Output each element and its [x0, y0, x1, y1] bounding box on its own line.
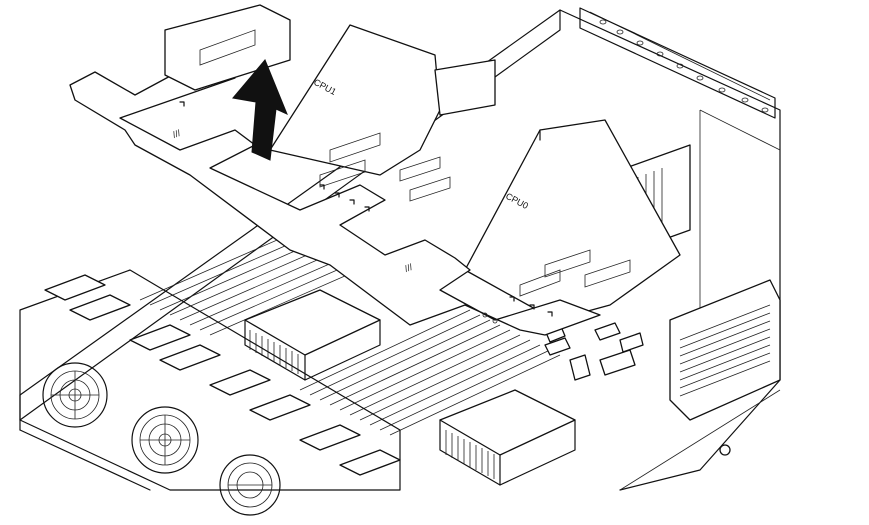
cpu0-shroud: [464, 119, 681, 321]
cpu1-shroud: [269, 24, 441, 176]
board-connectors: [544, 322, 731, 456]
power-supply: [669, 279, 781, 421]
fan-1: [42, 362, 108, 428]
rear-rail: [579, 7, 776, 119]
air-duct: [69, 4, 681, 336]
duct-tag-b: ///: [403, 262, 414, 274]
duct-baffle: [69, 59, 601, 336]
memory-dimms: [139, 229, 561, 436]
lift-up-arrow-icon: [232, 59, 288, 161]
cpu1-heatsink: [244, 289, 381, 381]
fan-3: [219, 454, 281, 516]
fan-2: [131, 406, 199, 474]
fan-modules: [19, 269, 401, 516]
cpu0-heatsink: [439, 389, 576, 486]
duct-side-wall: [434, 59, 496, 116]
duct-tag-a: ///: [171, 128, 182, 140]
